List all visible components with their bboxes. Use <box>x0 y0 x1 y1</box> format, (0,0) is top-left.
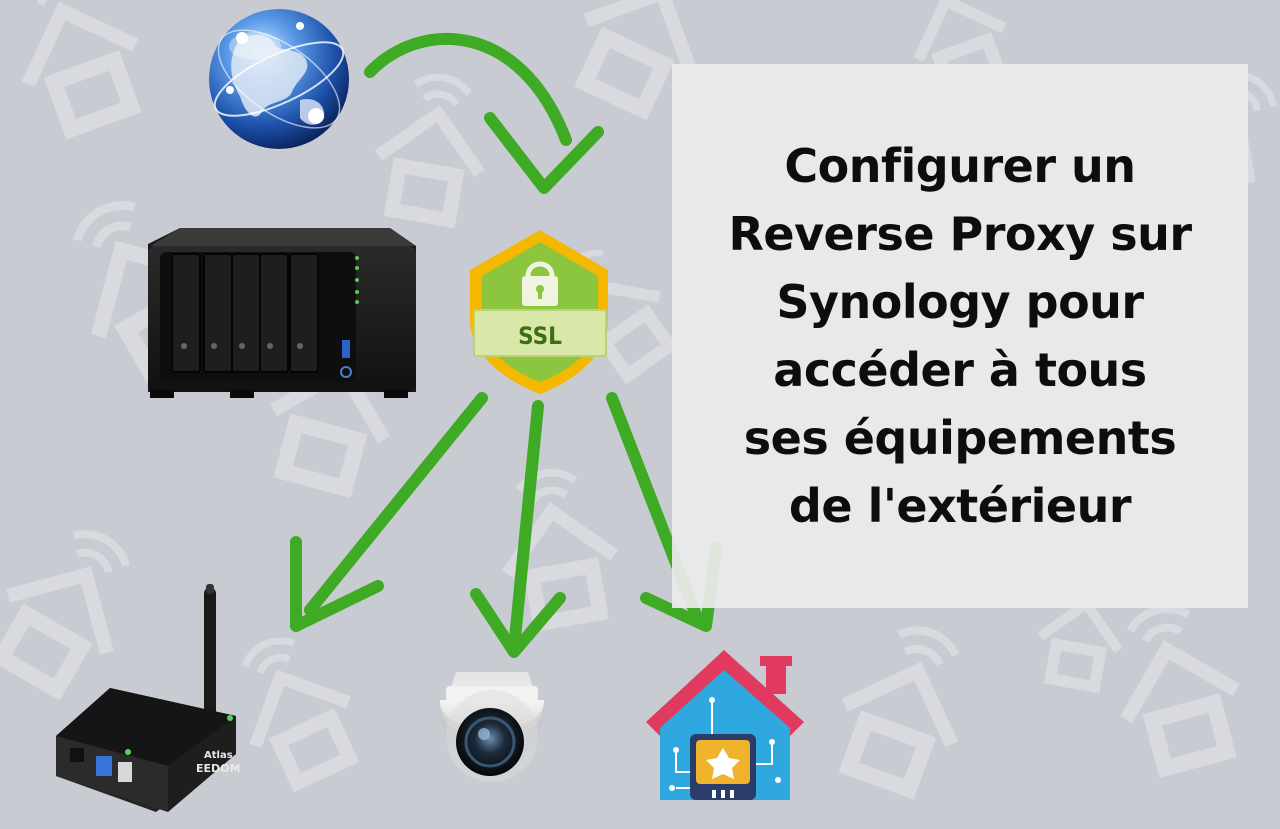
ssl-shield-icon: SSL <box>470 230 608 394</box>
ssl-label: SSL <box>518 322 562 350</box>
atlas-brand-label: Atlas <box>204 750 233 761</box>
arrow-ssl-to-box-icon <box>290 392 488 632</box>
title-line-4: accéder à tous <box>773 343 1147 397</box>
title-line-3: Synology pour <box>776 275 1144 329</box>
globe-icon <box>209 9 349 149</box>
arrow-globe-to-ssl-icon <box>364 32 604 194</box>
title-line-1: Configurer un <box>784 139 1136 193</box>
nas-icon <box>148 228 416 398</box>
smart-home-icon <box>646 650 804 800</box>
title-line-2: Reverse Proxy sur <box>728 207 1192 261</box>
title-line-5: ses équipements <box>743 411 1177 465</box>
title-line-6: de l'extérieur <box>788 479 1132 533</box>
atlas-name-label: EEDOM <box>196 762 240 775</box>
arrow-ssl-to-camera-icon <box>470 400 566 658</box>
title-panel: Configurer un Reverse Proxy sur Synology… <box>672 64 1248 608</box>
camera-icon <box>440 672 544 782</box>
page-title: Configurer un Reverse Proxy sur Synology… <box>718 132 1201 540</box>
jeedom-box-icon: Atlas EEDOM <box>56 584 240 812</box>
